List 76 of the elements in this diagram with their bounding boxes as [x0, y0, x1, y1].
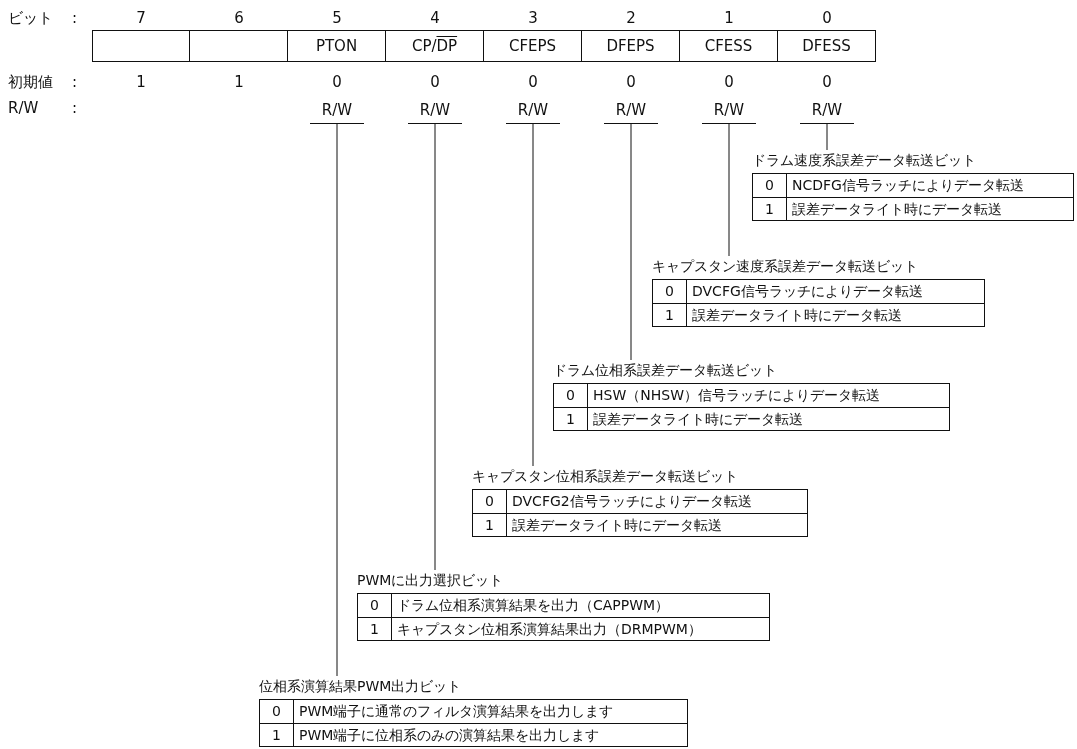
- initial-value: 1: [136, 72, 146, 92]
- bit-description-heading: ドラム速度系誤差データ転送ビット: [752, 151, 977, 170]
- register-cell: [483, 30, 582, 62]
- bit-number: 5: [332, 8, 342, 28]
- bit-number: 1: [724, 8, 734, 28]
- initial-value: 0: [626, 72, 636, 92]
- setting-description: 誤差データライト時にデータ転送: [687, 303, 984, 326]
- setting-description: PWM端子に通常のフィルタ演算結果を出力します: [298, 702, 615, 721]
- bit-number: 2: [626, 8, 636, 28]
- setting-description: HSW（NHSW）信号ラッチによりデータ転送: [592, 386, 881, 405]
- bit-description-heading: PWMに出力選択ビット: [357, 571, 505, 590]
- register-cell: [777, 30, 876, 62]
- setting-description: 誤差データライト時にデータ転送: [588, 407, 949, 430]
- setting-description: 誤差データライト時にデータ転送: [507, 513, 807, 536]
- bit-name: CP/DP: [411, 37, 458, 55]
- separator-colon: :: [72, 98, 78, 118]
- setting-value: 1: [260, 723, 294, 746]
- setting-value: 0: [260, 700, 294, 723]
- row-heading: ビット: [8, 8, 53, 28]
- setting-value: 0: [753, 174, 787, 197]
- setting-value: 1: [358, 617, 392, 640]
- bit-description-heading: ドラム位相系誤差データ転送ビット: [553, 361, 778, 380]
- access-label: R/W: [800, 98, 854, 124]
- access-label: R/W: [702, 98, 756, 124]
- access-label: R/W: [408, 98, 462, 124]
- setting-description: 誤差データライト時にデータ転送: [787, 197, 1073, 220]
- access-label: R/W: [310, 98, 364, 124]
- leader-line: [532, 123, 534, 467]
- register-cell: [679, 30, 778, 62]
- bit-name: DFESS: [802, 37, 851, 55]
- leader-line: [434, 123, 436, 571]
- setting-value: 0: [358, 594, 392, 617]
- bit-description-heading: キャプスタン速度系誤差データ転送ビット: [652, 257, 919, 276]
- access-label: R/W: [506, 98, 560, 124]
- setting-value: 0: [473, 490, 507, 513]
- register-cell: [385, 30, 484, 62]
- bit-name: DFEPS: [606, 37, 655, 55]
- setting-description: NCDFG信号ラッチによりデータ転送: [791, 176, 1025, 195]
- bit-number: 4: [430, 8, 440, 28]
- initial-value: 0: [332, 72, 342, 92]
- leader-line: [630, 123, 632, 361]
- setting-value: 1: [653, 303, 687, 326]
- setting-description: DVCFG信号ラッチによりデータ転送: [691, 282, 924, 301]
- initial-value: 0: [528, 72, 538, 92]
- bit-description-heading: キャプスタン位相系誤差データ転送ビット: [472, 467, 739, 486]
- register-cell: [287, 30, 386, 62]
- setting-description: PWM端子に位相系のみの演算結果を出力します: [294, 723, 687, 746]
- register-cell: [581, 30, 680, 62]
- setting-description: ドラム位相系演算結果を出力（CAPPWM）: [396, 596, 671, 615]
- row-heading: R/W: [8, 98, 39, 118]
- setting-value: 1: [554, 407, 588, 430]
- bit-name: CFEPS: [508, 37, 557, 55]
- setting-value: 0: [653, 280, 687, 303]
- setting-description: キャプスタン位相系演算結果出力（DRMPWM）: [392, 617, 769, 640]
- bit-number: 3: [528, 8, 538, 28]
- bit-number: 6: [234, 8, 244, 28]
- leader-line: [336, 123, 338, 677]
- initial-value: 1: [234, 72, 244, 92]
- setting-description: DVCFG2信号ラッチによりデータ転送: [511, 492, 753, 511]
- initial-value: 0: [430, 72, 440, 92]
- bit-name: CFESS: [704, 37, 753, 55]
- row-heading: 初期値: [8, 72, 53, 92]
- access-label: R/W: [604, 98, 658, 124]
- setting-value: 1: [753, 197, 787, 220]
- bit-name: PTON: [315, 37, 358, 55]
- bit-number: 7: [136, 8, 146, 28]
- bit-description-heading: 位相系演算結果PWM出力ビット: [259, 677, 463, 696]
- bit-number: 0: [822, 8, 832, 28]
- setting-value: 0: [554, 384, 588, 407]
- setting-value: 1: [473, 513, 507, 536]
- leader-line: [728, 123, 730, 257]
- initial-value: 0: [724, 72, 734, 92]
- separator-colon: :: [72, 8, 78, 28]
- separator-colon: :: [72, 72, 78, 92]
- leader-line: [826, 123, 828, 151]
- initial-value: 0: [822, 72, 832, 92]
